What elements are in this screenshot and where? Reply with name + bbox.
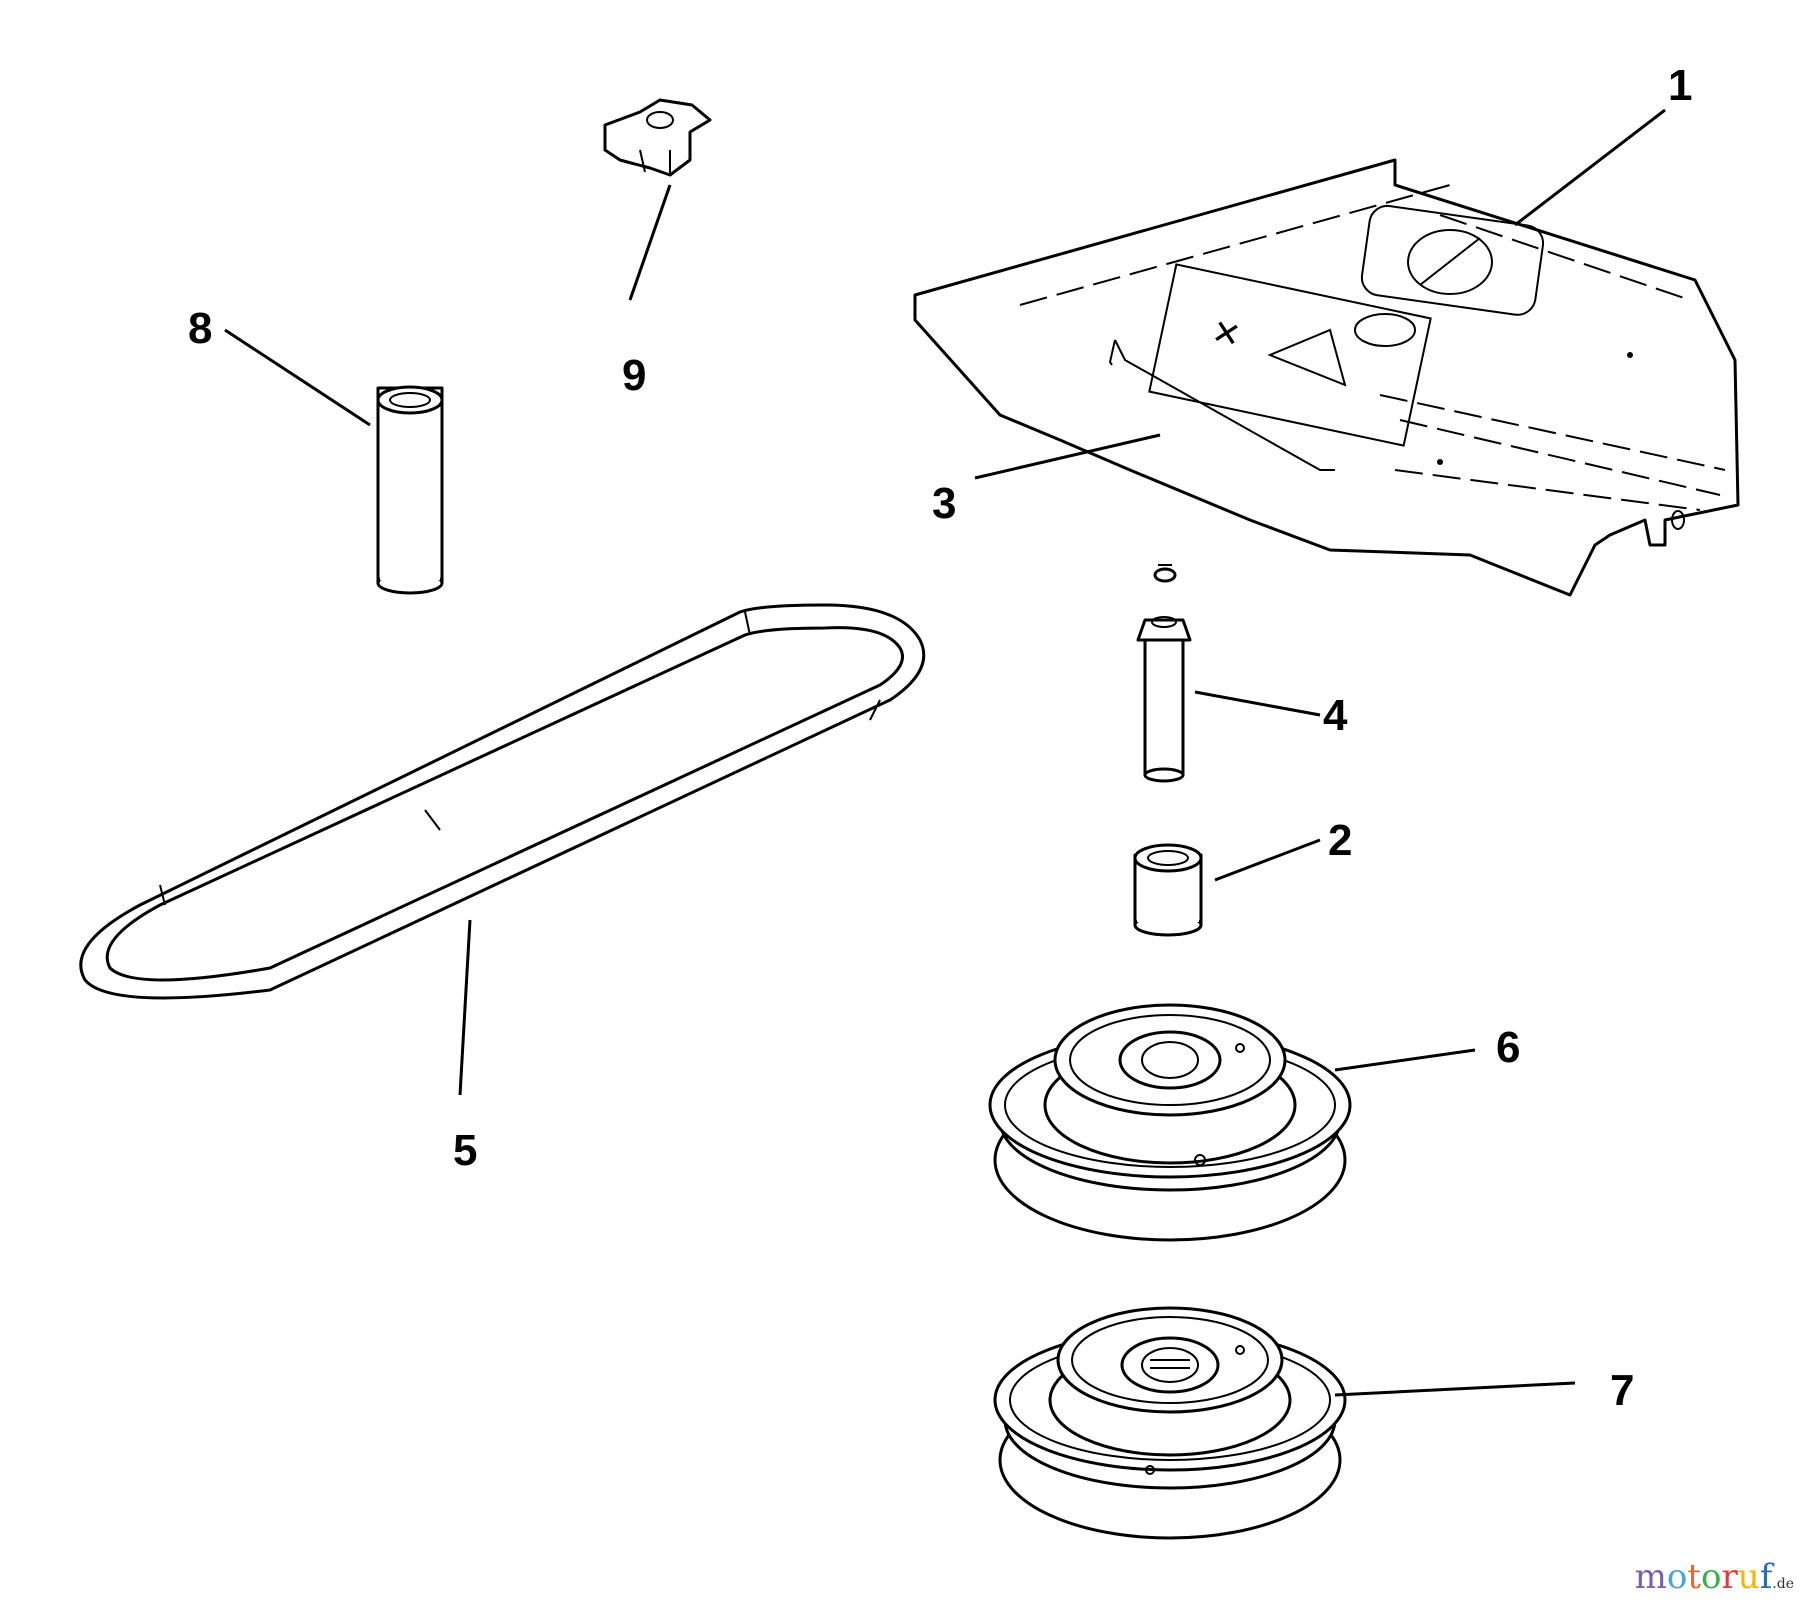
watermark-suffix: .de — [1772, 1576, 1794, 1592]
spacer-tube — [376, 385, 444, 595]
three-lobe-knob — [603, 98, 712, 177]
callout-4: 4 — [1323, 691, 1348, 740]
watermark-letter: m — [1634, 1557, 1667, 1597]
belt-cover-plate: ✕ — [913, 158, 1740, 597]
shoulder-bolt — [1136, 564, 1192, 783]
drive-belt — [79, 603, 926, 1000]
plate-hole — [1354, 313, 1416, 347]
motoruf-watermark: motoruf.de — [1635, 1557, 1794, 1597]
callout-3: 3 — [932, 479, 956, 528]
callout-2: 2 — [1328, 816, 1352, 865]
callout-5: 5 — [453, 1126, 477, 1175]
callouts: 1 2 3 4 5 6 7 8 9 — [188, 61, 1692, 1415]
callout-8: 8 — [188, 304, 212, 353]
callout-6: 6 — [1496, 1023, 1520, 1072]
watermark-letter: f — [1759, 1557, 1773, 1597]
watermark-letter: t — [1687, 1557, 1702, 1597]
callout-7: 7 — [1610, 1366, 1634, 1415]
drive-pulley — [993, 1306, 1347, 1540]
watermark-letter: r — [1721, 1557, 1738, 1597]
bushing — [1133, 843, 1203, 937]
logo-decal — [1360, 204, 1545, 316]
leader-lines — [224, 108, 1666, 1397]
idler-pulley — [988, 1003, 1352, 1242]
callout-1: 1 — [1668, 61, 1692, 110]
watermark-letter: o — [1666, 1557, 1688, 1597]
callout-9: 9 — [622, 351, 646, 400]
watermark-letter: u — [1737, 1557, 1760, 1597]
watermark-letter: o — [1701, 1557, 1722, 1597]
